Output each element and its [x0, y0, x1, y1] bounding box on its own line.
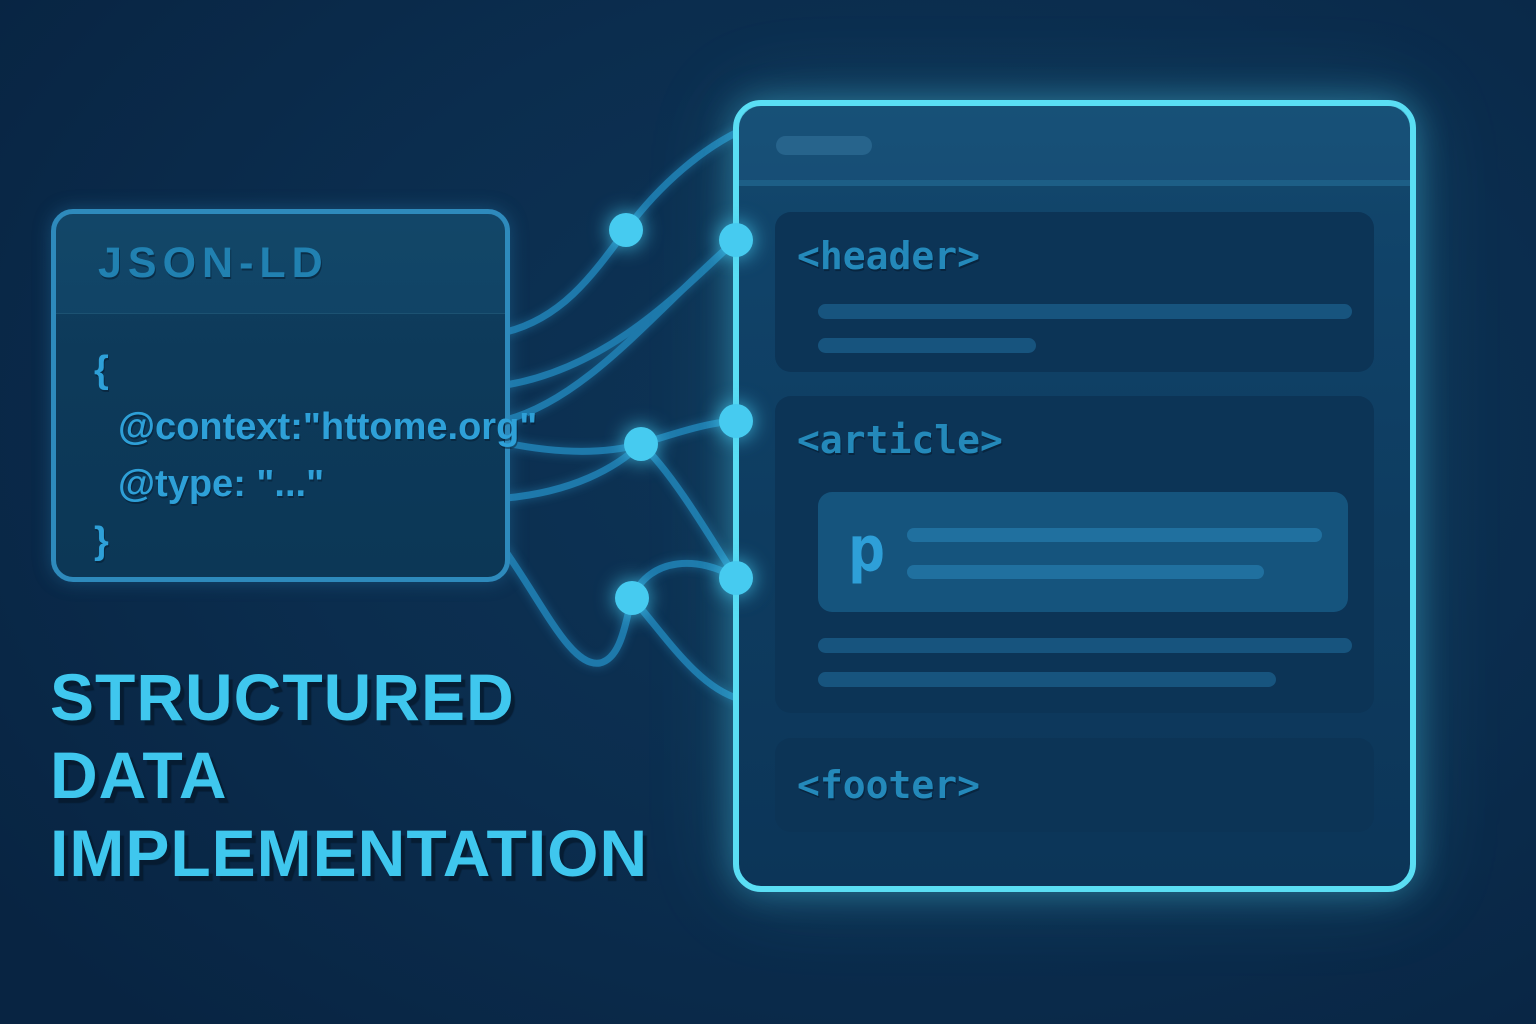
placeholder-line	[818, 672, 1276, 687]
poster-title-line-3: IMPLEMENTATION	[50, 816, 649, 890]
json-ld-code-block: { @context:"httome.org" @type: "..." }	[56, 314, 538, 570]
browser-window-mockup: <header> <article> p <footer>	[733, 100, 1416, 892]
placeholder-line	[818, 638, 1352, 653]
footer-tag-label: <footer>	[797, 763, 981, 807]
article-section: <article> p	[775, 396, 1374, 713]
placeholder-line	[907, 528, 1322, 542]
paragraph-block: p	[818, 492, 1348, 612]
poster-title-line-1: STRUCTURED	[50, 660, 515, 734]
connection-curve	[502, 236, 740, 424]
code-line-open-brace: {	[94, 349, 109, 391]
connection-curve	[502, 439, 740, 582]
browser-topbar	[739, 106, 1410, 180]
code-line-type: @type: "..."	[118, 463, 325, 505]
placeholder-line	[818, 338, 1036, 353]
connection-curve	[502, 548, 740, 667]
connection-curve	[502, 417, 740, 455]
browser-topbar-pill	[776, 136, 872, 155]
header-section: <header>	[775, 212, 1374, 372]
article-tag-label: <article>	[797, 418, 1003, 462]
json-ld-card: JSON-LD { @context:"httome.org" @type: "…	[51, 209, 538, 582]
connection-curve	[502, 125, 748, 336]
browser-topbar-divider	[739, 180, 1410, 186]
connection-curve	[628, 594, 744, 703]
code-line-context: @context:"httome.org"	[118, 406, 538, 448]
browser-page-body: <header> <article> p <footer>	[739, 212, 1410, 832]
code-line-close-brace: }	[94, 520, 109, 562]
connection-curve	[502, 236, 740, 389]
poster-title-line-2: DATA	[50, 738, 228, 812]
footer-section: <footer>	[775, 738, 1374, 832]
json-ld-card-title: JSON-LD	[98, 239, 329, 287]
header-tag-label: <header>	[797, 234, 981, 278]
placeholder-line	[818, 304, 1352, 319]
poster-title: STRUCTURED DATA IMPLEMENTATION	[50, 658, 648, 892]
paragraph-tag-label: p	[848, 512, 886, 586]
placeholder-line	[907, 565, 1264, 579]
json-ld-card-titlebar: JSON-LD	[56, 214, 505, 314]
